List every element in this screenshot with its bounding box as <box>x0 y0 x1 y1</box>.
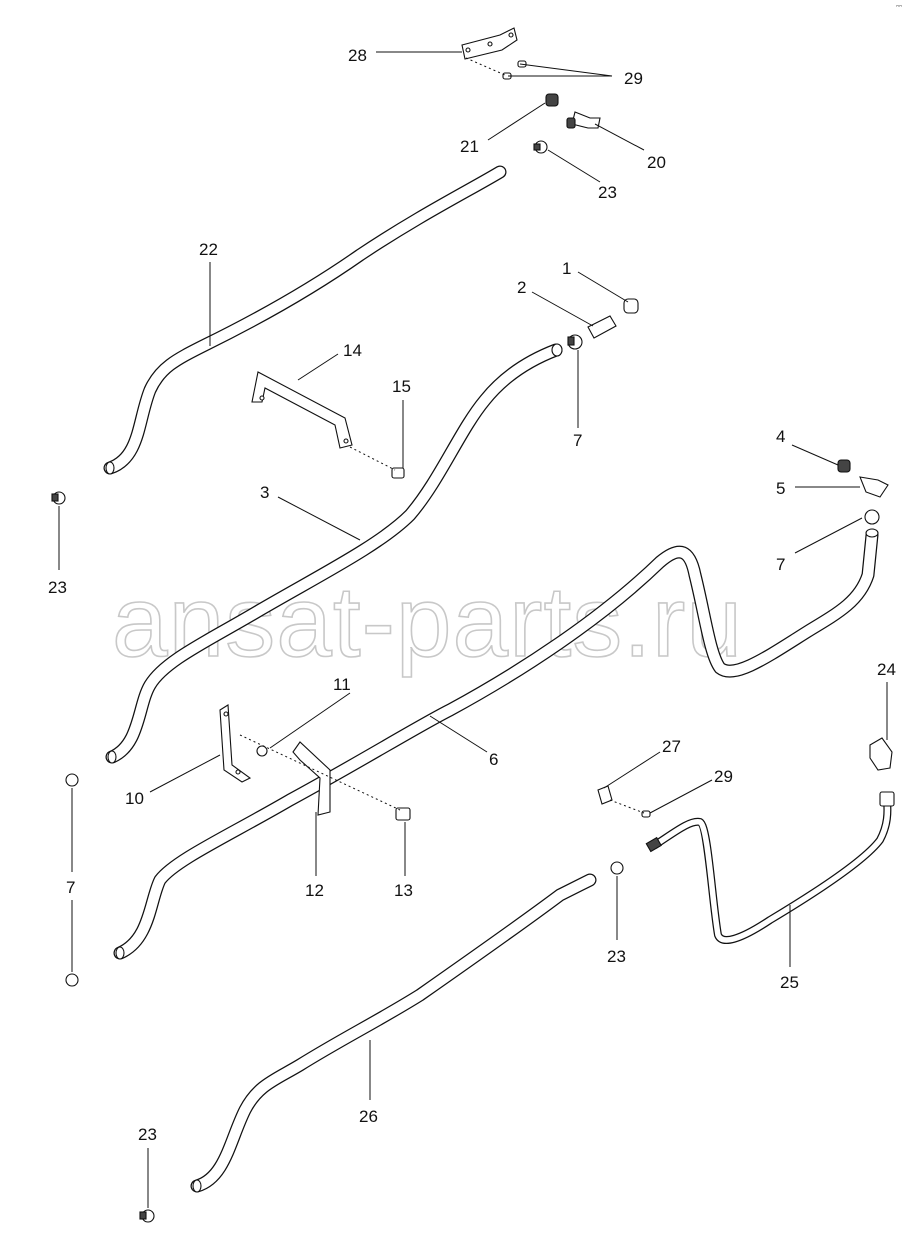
clip-27 <box>597 785 613 805</box>
clamp-23-mid <box>610 861 624 875</box>
callout-22: 22 <box>199 240 218 259</box>
plug-1 <box>623 298 639 314</box>
callout-7-left: 7 <box>66 878 75 897</box>
callout-25: 25 <box>780 973 799 992</box>
callout-5: 5 <box>776 479 785 498</box>
plug-4 <box>837 459 851 473</box>
callout-4: 4 <box>776 427 785 446</box>
callout-23-top: 23 <box>598 183 617 202</box>
callout-15: 15 <box>392 377 411 396</box>
callout-23-left: 23 <box>48 578 67 597</box>
plug-21 <box>545 93 559 107</box>
hose-22 <box>103 165 507 475</box>
callout-24: 24 <box>877 660 896 679</box>
elbow-24 <box>869 737 893 771</box>
callout-7-upper: 7 <box>573 431 582 450</box>
callout-10: 10 <box>125 789 144 808</box>
callout-23-bottom: 23 <box>138 1125 157 1144</box>
callout-12: 12 <box>305 881 324 900</box>
clamp-23-top <box>533 140 548 154</box>
clamp-23-left <box>51 491 66 505</box>
tee-fitting-20 <box>566 111 601 129</box>
hose-3 <box>105 343 563 764</box>
callout-11: 11 <box>333 675 351 694</box>
tee-fitting-5 <box>859 476 889 498</box>
pipe-25 <box>645 791 895 944</box>
watermark: ansat-parts.ru <box>112 566 743 678</box>
callout-3: 3 <box>260 483 269 502</box>
clamp-7-left-top <box>65 773 79 787</box>
callout-26: 26 <box>359 1107 378 1126</box>
callout-20: 20 <box>647 153 666 172</box>
callout-14: 14 <box>343 341 362 360</box>
callout-21: 21 <box>460 137 479 156</box>
bracket-28 <box>461 27 518 60</box>
callout-23-mid: 23 <box>607 947 626 966</box>
corner-mark: ᵔᵔ <box>896 3 902 12</box>
nut-11 <box>256 745 268 757</box>
callout-13: 13 <box>394 881 413 900</box>
callout-27: 27 <box>662 737 681 756</box>
screw-29-top <box>502 60 527 80</box>
callout-29-lower: 29 <box>714 767 733 786</box>
clamp-7-right <box>864 509 880 525</box>
connector-2 <box>587 315 617 339</box>
callout-1: 1 <box>562 259 571 278</box>
screw-29-lower <box>641 810 651 818</box>
bracket-10 <box>219 704 252 783</box>
bracket-14 <box>251 371 353 449</box>
callout-29-top: 29 <box>624 69 643 88</box>
callout-7-right: 7 <box>776 555 785 574</box>
bolt-15 <box>391 467 405 479</box>
clamp-7-upper <box>567 334 583 350</box>
clamp-7-left-bottom <box>65 973 79 987</box>
clamp-23-bottom <box>139 1209 155 1223</box>
callout-28: 28 <box>348 46 367 65</box>
bolt-13 <box>395 807 411 821</box>
bracket-12 <box>292 741 331 816</box>
hose-26 <box>190 873 597 1193</box>
hose-6 <box>113 528 879 960</box>
callout-2: 2 <box>517 278 526 297</box>
callout-6: 6 <box>489 750 498 769</box>
